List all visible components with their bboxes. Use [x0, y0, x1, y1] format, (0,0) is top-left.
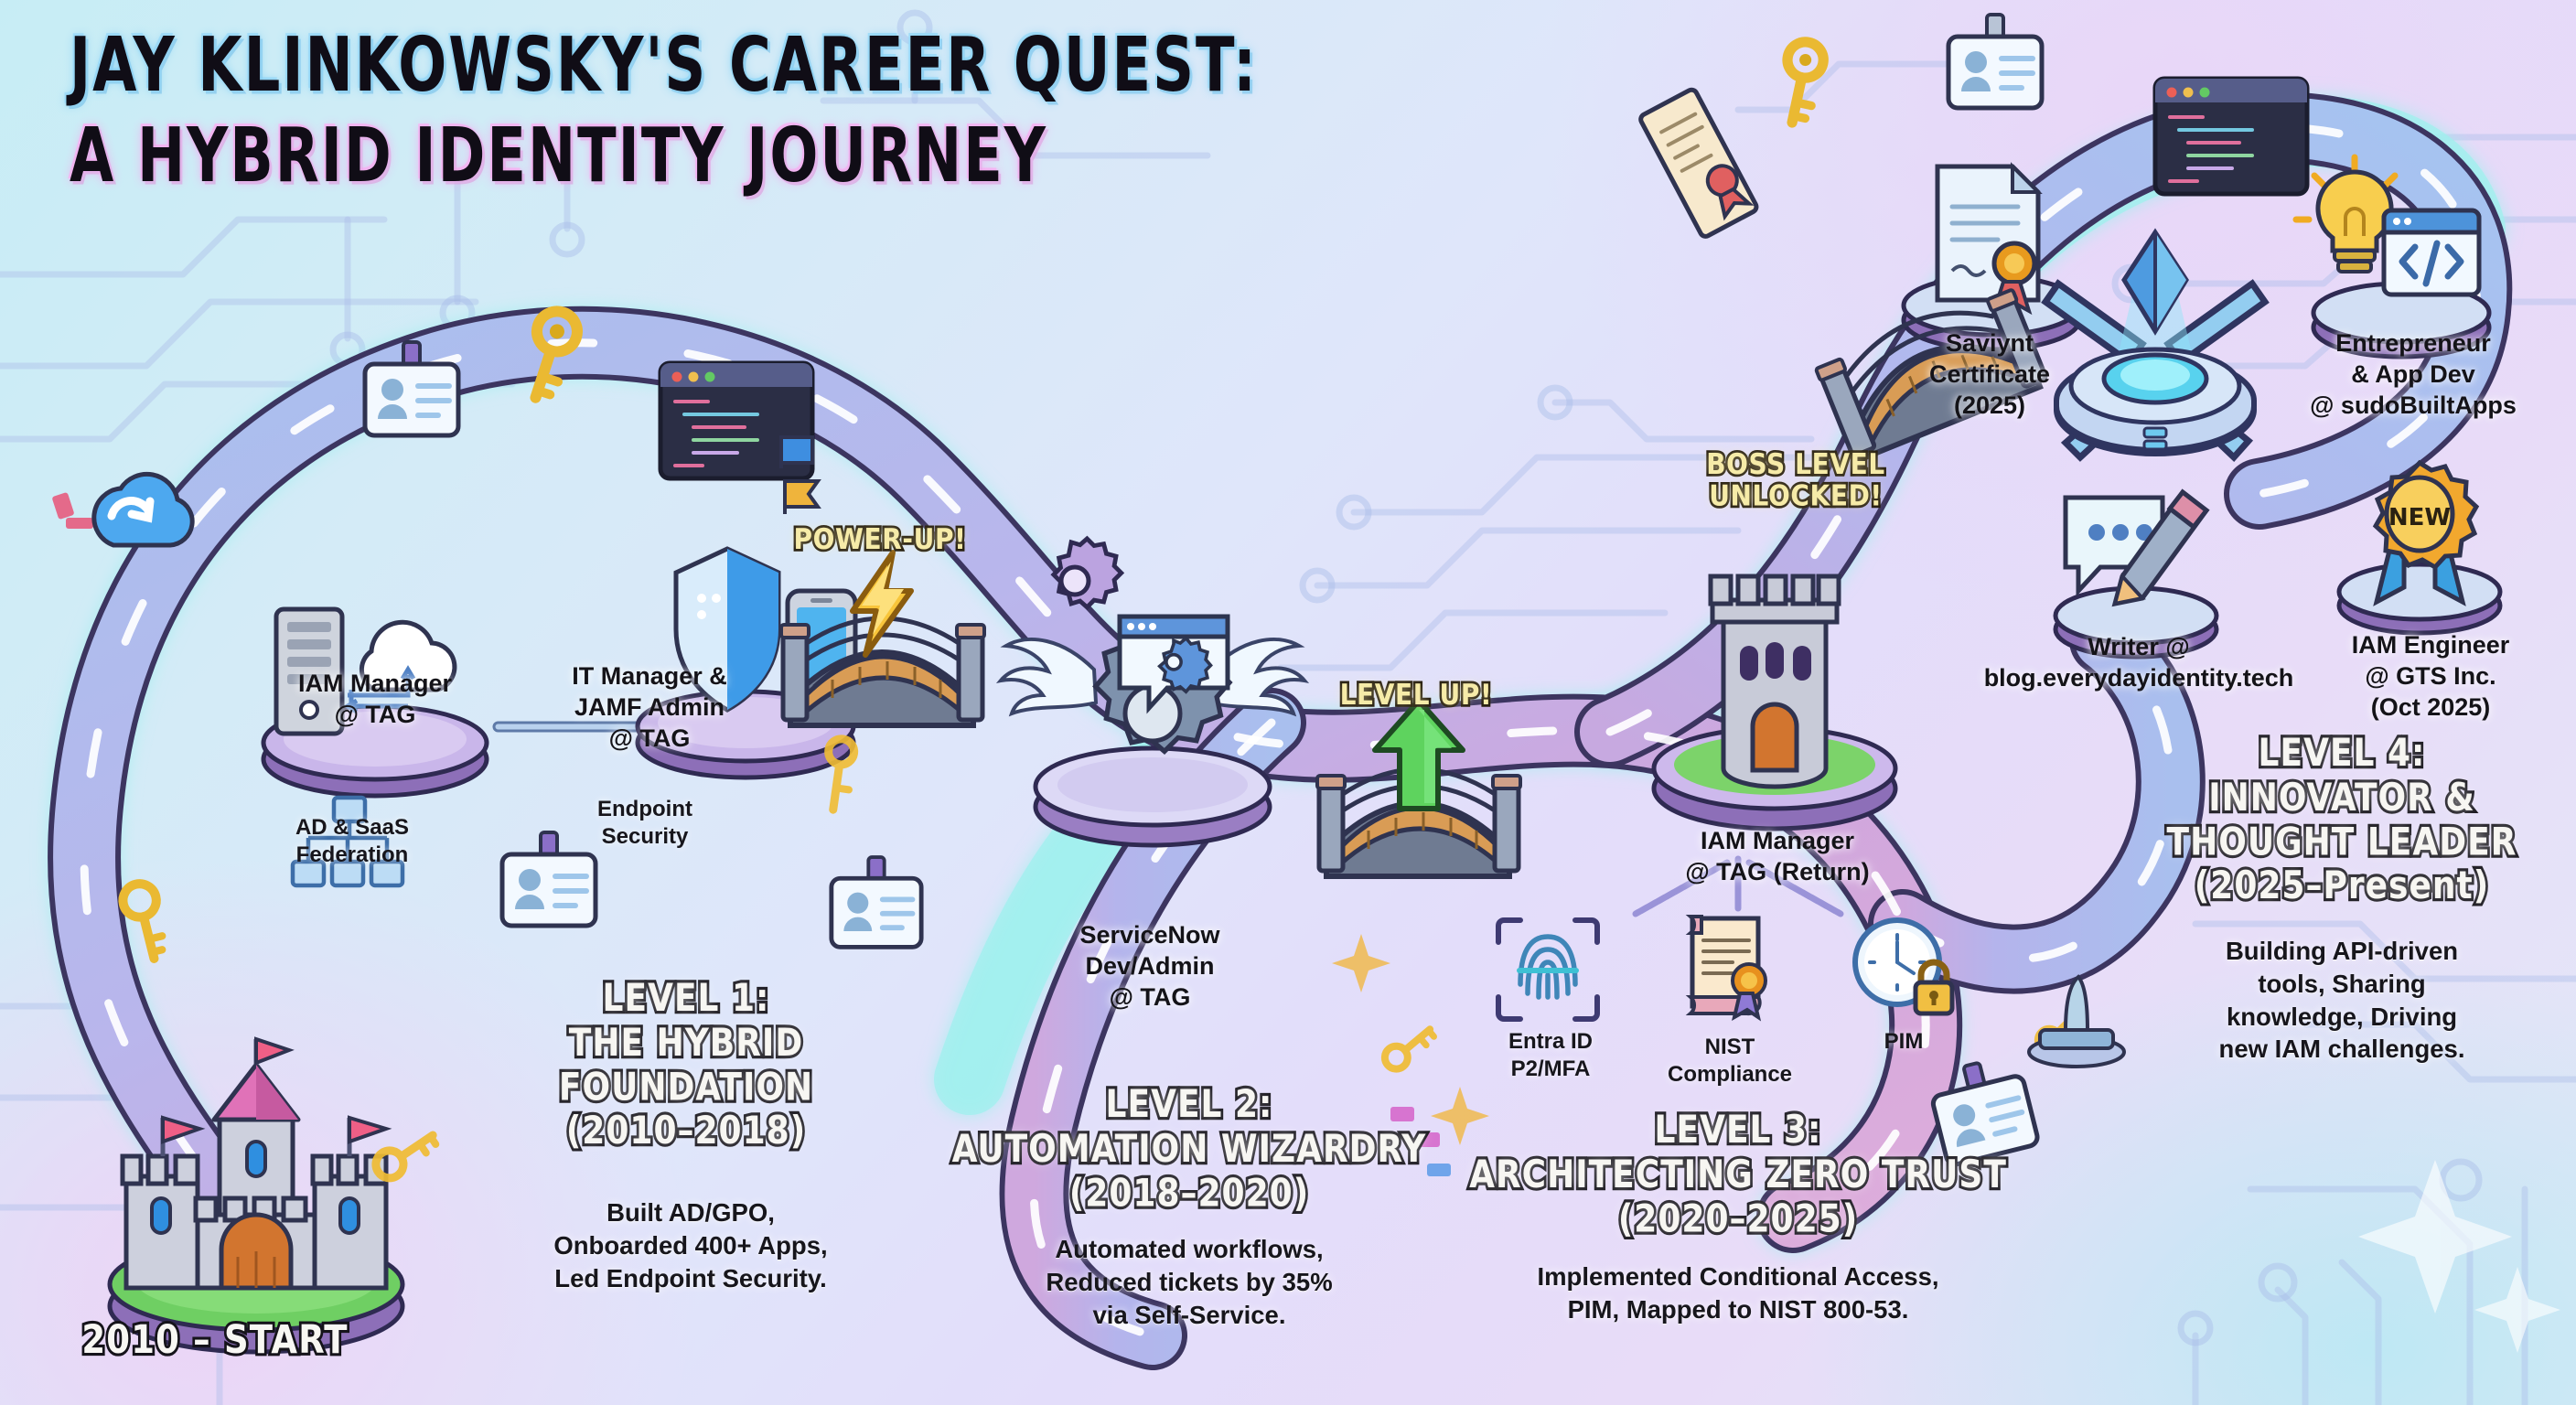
- label-servicenow: ServiceNow Dev/Admin @ TAG: [1079, 921, 1220, 1012]
- scroll-diploma-icon: [1638, 87, 1759, 239]
- key-icon: [1782, 37, 1829, 128]
- key-icon: [530, 306, 583, 403]
- key-icon-decor: [824, 735, 859, 814]
- key-icon-decor: [371, 1131, 440, 1183]
- gear-icon-decor: [1050, 535, 1125, 611]
- start-label: 2010 – START: [80, 1314, 350, 1366]
- certificate-scroll-icon: [1685, 915, 1767, 1022]
- node-iam-manager-return[interactable]: [1619, 540, 1930, 832]
- level-3-heading: LEVEL 3: ARCHITECTING ZERO TRUST (2020–2…: [1466, 1106, 2008, 1244]
- lightning-bolt-icon: [850, 550, 914, 658]
- award-seal-icon: [1731, 962, 1767, 1022]
- cloud-sync-icon: [91, 471, 195, 548]
- label-entra-id: Entra ID P2/MFA: [1508, 1029, 1593, 1081]
- title-line-2: A HYBRID IDENTITY JOURNEY: [70, 112, 1047, 199]
- label-nist-compliance: NIST Compliance: [1667, 1035, 1793, 1087]
- start-castle[interactable]: [73, 1036, 439, 1355]
- config-window-icon: [1117, 614, 1230, 714]
- label-saviynt-certificate: Saviynt Certificate (2025): [1928, 329, 2051, 420]
- code-window-icon: [2381, 208, 2482, 297]
- tower-icon: [1708, 574, 1841, 789]
- label-pim: PIM: [1884, 1029, 1924, 1054]
- label-iam-manager-return: IAM Manager @ TAG (Return): [1685, 827, 1870, 886]
- level-4-desc: Building API-driven tools, Sharing knowl…: [2218, 937, 2465, 1064]
- sparkle-icon: [2358, 1160, 2560, 1353]
- key-icon: [118, 879, 166, 963]
- label-ad-saas-federation: AD & SaaS Federation: [295, 815, 410, 867]
- label-it-manager-jamf: IT Manager & JAMF Admin @ TAG: [572, 662, 727, 753]
- fingerprint-icon: [1496, 917, 1600, 1022]
- badge-power-up: POWER-UP!: [791, 520, 968, 558]
- label-endpoint-security: Endpoint Security: [597, 797, 692, 849]
- level-2-heading: LEVEL 2: AUTOMATION WIZARDRY (2018–2020): [950, 1080, 1428, 1218]
- level-1-desc: Built AD/GPO, Onboarded 400+ Apps, Led E…: [553, 1198, 828, 1292]
- level-2-desc: Automated workflows, Reduced tickets by …: [1046, 1235, 1333, 1329]
- id-badge-icon: [362, 340, 461, 438]
- new-badge-label: NEW: [2388, 504, 2451, 531]
- key-icon-decor: [1380, 1025, 1438, 1073]
- level-3-desc: Implemented Conditional Access, PIM, Map…: [1537, 1262, 1939, 1324]
- node-iam-engineer[interactable]: NEW: [2314, 448, 2525, 645]
- label-iam-engineer: IAM Engineer @ GTS Inc. (Oct 2025): [2351, 631, 2510, 722]
- clock-lock-icon: [1852, 917, 1955, 1016]
- id-badge-icon: [829, 855, 924, 949]
- badge-boss-level: BOSS LEVEL UNLOCKED!: [1704, 445, 1887, 515]
- terminal-window-icon: [2152, 76, 2310, 197]
- flag-icon: [779, 435, 821, 514]
- podium-decor-icon: [2027, 974, 2126, 1068]
- page-title: JAY KLINKOWSKY'S CAREER QUEST: A HYBRID …: [70, 21, 1270, 198]
- badge-level-up: LEVEL UP!: [1337, 676, 1494, 713]
- id-badge-icon: [1946, 13, 2045, 111]
- level-1-heading: LEVEL 1: THE HYBRID FOUNDATION (2010–201…: [556, 974, 815, 1156]
- lightbulb-icon: [2292, 154, 2399, 273]
- title-line-1: JAY KLINKOWSKY'S CAREER QUEST:: [70, 21, 1259, 109]
- label-entrepreneur: Entrepreneur & App Dev @ sudoBuiltApps: [2310, 329, 2517, 420]
- green-up-arrow-icon: [1372, 698, 1465, 811]
- level-4-heading: LEVEL 4: INNOVATOR & THOUGHT LEADER (202…: [2164, 729, 2518, 911]
